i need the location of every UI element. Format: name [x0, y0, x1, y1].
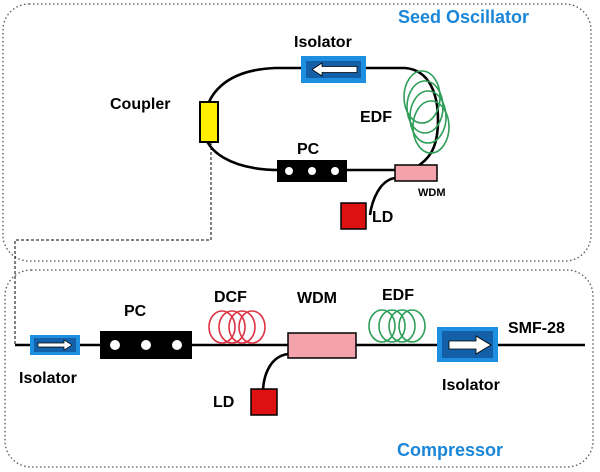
comp-wdm	[287, 332, 357, 359]
seed-oscillator-frame	[2, 3, 592, 262]
seed-pc	[277, 160, 347, 182]
comp-pc	[100, 331, 192, 359]
comp-ld	[250, 388, 278, 416]
seed-ring-fiber	[203, 66, 440, 172]
comp-dcf-label: DCF	[214, 289, 247, 306]
comp-smf-label: SMF-28	[508, 320, 565, 337]
seed-ld-label: LD	[372, 209, 393, 226]
seed-wdm	[394, 164, 438, 182]
seed-ld-fiber	[368, 176, 396, 216]
seed-coupler-label: Coupler	[110, 96, 170, 113]
seed-isolator-label: Isolator	[294, 34, 352, 51]
comp-isolator-left-label: Isolator	[19, 370, 77, 387]
seed-coupler	[199, 101, 219, 143]
seed-ld	[340, 202, 367, 230]
seed-wdm-label: WDM	[418, 187, 446, 199]
comp-edf-label: EDF	[382, 287, 414, 304]
seed-edf-coil	[403, 70, 450, 154]
comp-dcf-coil	[208, 310, 266, 344]
comp-ld-fiber	[261, 352, 289, 391]
comp-isolator-right-label: Isolator	[442, 377, 500, 394]
seed-pc-label: PC	[297, 141, 320, 158]
seed-output-link	[14, 142, 212, 345]
compressor-title: Compressor	[397, 440, 503, 460]
seed-isolator-arrow-icon	[311, 62, 358, 77]
seed-isolator	[301, 56, 366, 83]
seed-edf-label: EDF	[360, 109, 392, 126]
comp-isolator-right-arrow-icon	[448, 335, 492, 355]
seed-oscillator-title: Seed Oscillator	[398, 7, 529, 27]
comp-ld-label: LD	[213, 394, 234, 411]
comp-isolator-left-arrow-icon	[37, 339, 73, 351]
comp-isolator-left	[30, 335, 80, 355]
compressor-frame	[4, 269, 594, 468]
comp-pc-label: PC	[124, 303, 147, 320]
comp-isolator-right	[437, 327, 498, 362]
comp-edf-coil	[368, 309, 426, 343]
comp-wdm-label: WDM	[297, 290, 337, 307]
